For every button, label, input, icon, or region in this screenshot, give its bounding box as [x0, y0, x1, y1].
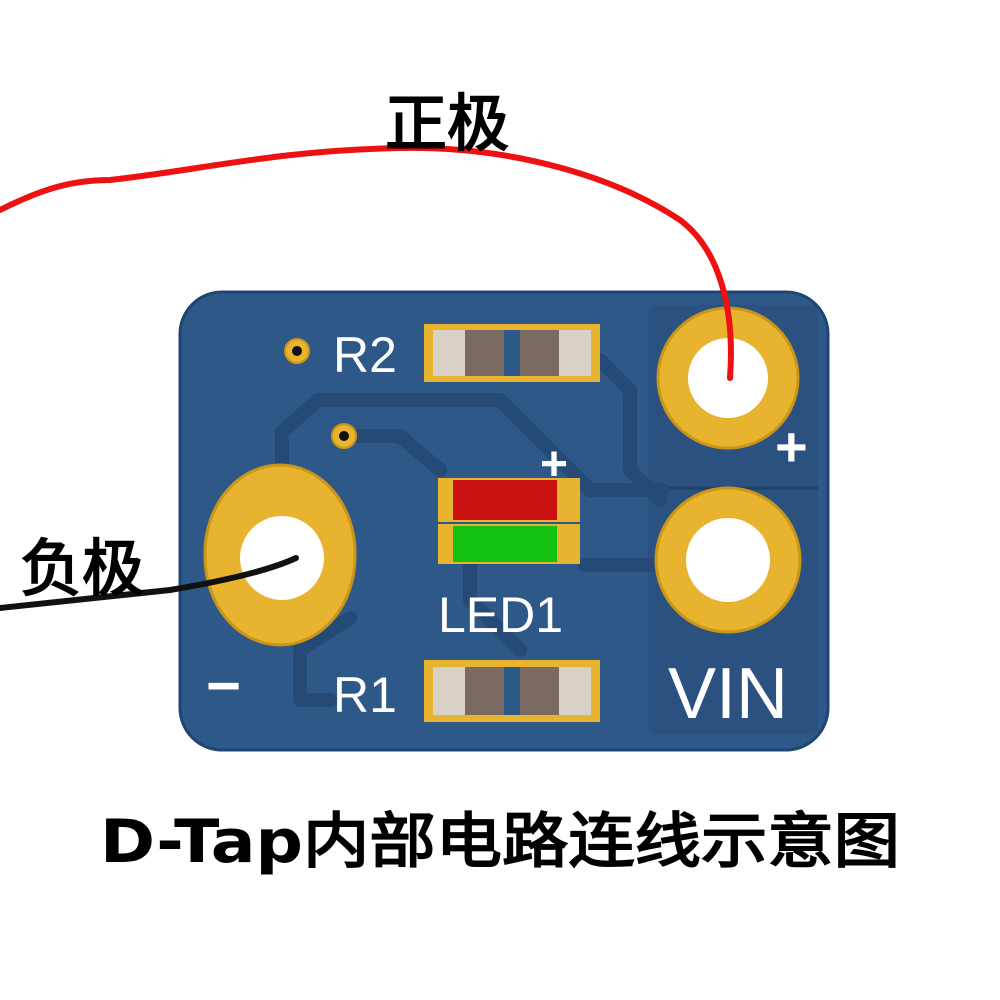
led1 [438, 478, 580, 564]
silk-led1: LED1 [438, 587, 563, 643]
pad-vin-hole [686, 518, 770, 602]
resistor-r1 [424, 660, 600, 722]
silk-r2: R2 [333, 327, 397, 383]
resistor-r2 [424, 324, 600, 382]
silk-r1: R1 [333, 667, 397, 723]
wire-positive [0, 144, 734, 381]
silk-pad-plus: + [775, 415, 808, 478]
via-top-hole [292, 346, 302, 356]
pcb-traces [275, 353, 669, 707]
wire-negative [0, 555, 299, 611]
label-negative: 负极 [20, 532, 144, 605]
silk-minus: − [206, 652, 241, 719]
pad-negative-hole [240, 516, 324, 600]
via-mid-hole [339, 431, 349, 441]
silk-vin: VIN [668, 654, 788, 734]
silk-led-plus: + [540, 438, 568, 491]
label-positive: 正极 [385, 87, 509, 160]
caption: D-Tap内部电路连线示意图 [100, 807, 900, 877]
